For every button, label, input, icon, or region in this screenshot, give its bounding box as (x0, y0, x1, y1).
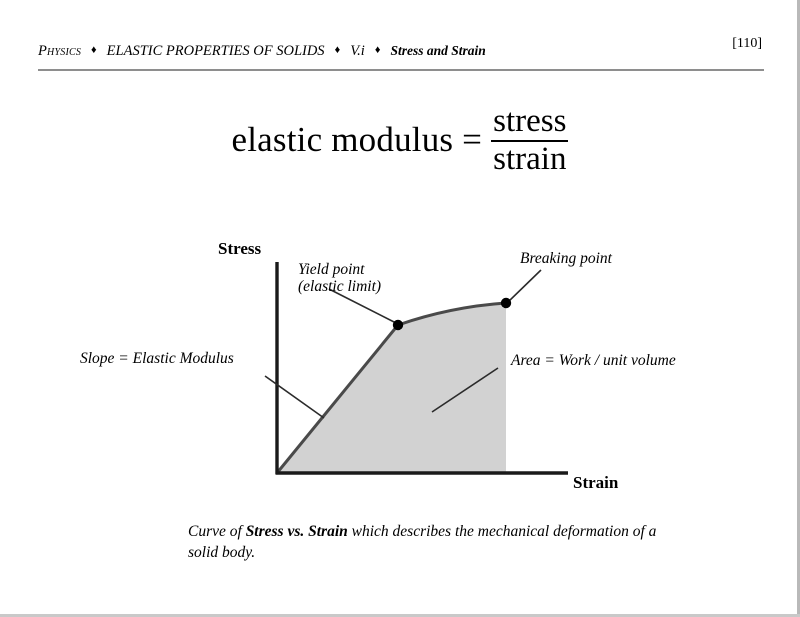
yield-point-annotation-line2: (elastic limit) (298, 278, 382, 295)
breaking-point-marker (500, 297, 512, 309)
yield-point-annotation-line1: Yield point (298, 261, 365, 278)
header-course: Physics (38, 43, 82, 59)
caption-part-1: Curve of (188, 523, 246, 540)
yield-point-marker (392, 319, 404, 331)
header-separator-3: ♦ (374, 44, 381, 56)
plastic-region-curve (396, 301, 508, 327)
header-section: V.i (350, 43, 365, 59)
slope-leader-line (264, 375, 325, 419)
area-leader-line (431, 367, 499, 413)
shaded-work-area (277, 303, 506, 473)
breaking-point-annotation: Breaking point (520, 250, 612, 267)
yield-point-leader-line (328, 288, 397, 324)
x-axis-label: Strain (573, 473, 619, 492)
running-header: Physics ♦ ELASTIC PROPERTIES OF SOLIDS ♦ V.i… (38, 36, 762, 66)
header-breadcrumb: Physics ♦ ELASTIC PROPERTIES OF SOLIDS ♦ V.i… (38, 42, 486, 61)
y-axis-label: Stress (218, 239, 262, 258)
slope-annotation: Slope = Elastic Modulus (80, 350, 234, 367)
fraction-bar (491, 139, 569, 142)
caption-emphasis: Stress vs. Strain (245, 523, 348, 540)
equation-denominator: strain (493, 140, 567, 177)
page-edge-bottom (0, 614, 800, 617)
header-rule (38, 69, 764, 71)
equation-row: elastic modulus = stress strain (232, 104, 569, 175)
equation-numerator: stress (493, 103, 567, 139)
caption-part-2: which describes the mechanical deformati… (188, 523, 657, 561)
elastic-region-line (275, 323, 400, 475)
equation-left-side: elastic modulus = (231, 120, 483, 160)
equation-fraction: stress strain (491, 103, 569, 177)
figure-caption: Curve of Stress vs. Strain which describ… (188, 521, 668, 563)
header-separator-2: ♦ (334, 44, 341, 56)
equation-block: elastic modulus = stress strain (0, 104, 800, 175)
area-annotation: Area = Work / unit volume (511, 352, 676, 369)
yield-point-annotation: Yield point (elastic limit) (298, 261, 381, 295)
header-subsection: Stress and Strain (390, 43, 486, 58)
header-separator-1: ♦ (91, 44, 97, 56)
page-edge-right (797, 0, 800, 617)
header-unit-title: ELASTIC PROPERTIES OF SOLIDS (106, 43, 325, 59)
page-number: [110] (732, 36, 762, 51)
breaking-point-leader-line (507, 269, 542, 303)
